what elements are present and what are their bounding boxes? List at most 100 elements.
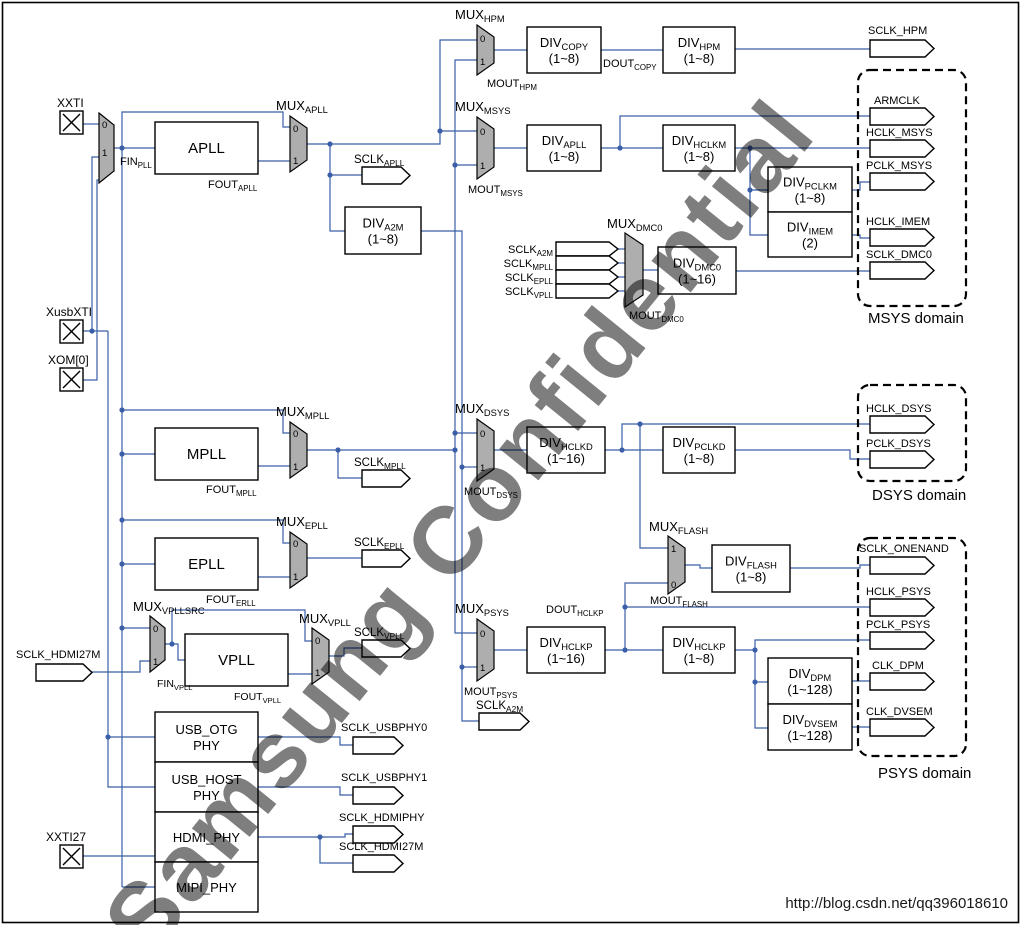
mux-psys-select-1: 1 xyxy=(480,663,485,674)
mux-apll xyxy=(289,114,308,174)
net-label: DOUTCOPY xyxy=(603,58,657,72)
mpll-block-label: MPLL xyxy=(187,446,226,463)
mux-vpll xyxy=(311,626,330,686)
div-apll-block-label: (1~8) xyxy=(549,149,580,164)
mux-msys-label: MUXMSYS xyxy=(455,99,510,116)
div-hclkd-block xyxy=(526,426,606,474)
muxes-layer: 01MUXAPLL01MUXHPM01MUXMSYS01MUXDMC0MUXMP… xyxy=(98,7,708,686)
div-flash-block-label: (1~8) xyxy=(736,570,767,585)
pclk-psys-port-label: PCLK_PSYS xyxy=(866,619,930,631)
wire-junction-dot xyxy=(317,834,323,840)
sclk-hdmiphy-port-label: SCLK_HDMIPHY xyxy=(339,812,425,824)
div-hclkp8-block xyxy=(662,626,736,674)
psys-domain-box xyxy=(856,536,968,758)
xusbxti-pad-x2 xyxy=(62,322,81,341)
pclk-dsys-port-label: PCLK_DSYS xyxy=(866,438,931,450)
mux-dsys-select-1: 1 xyxy=(480,463,485,474)
wire xyxy=(852,181,870,191)
net-label: DOUTHCLKP xyxy=(546,604,603,618)
pclk-psys-port xyxy=(869,631,936,650)
net-label: FINPLL xyxy=(120,156,152,170)
wire xyxy=(92,660,150,673)
wire-junction-dot xyxy=(747,145,753,151)
wire-junction-dot xyxy=(617,145,623,151)
wire xyxy=(122,409,290,434)
dmc0-in-a2m-port-label: SCLKA2M xyxy=(508,244,553,258)
sclk-mpll-port-label: SCLKMPLL xyxy=(354,457,406,471)
net-label: FOUTAPLL xyxy=(208,179,258,193)
mux-hpm xyxy=(476,23,495,77)
div-pclkd-block-label: DIVPCLKD xyxy=(673,435,726,452)
wire-junction-dot xyxy=(119,625,125,631)
div-hpm-block-label: DIVHPM xyxy=(678,35,721,52)
sclk-dmc0-port-label: SCLK_DMC0 xyxy=(866,249,932,261)
sclk-hdmi27m-in-port-label: SCLK_HDMI27M xyxy=(16,649,100,661)
wire-junction-dot xyxy=(119,451,125,457)
wire xyxy=(329,647,362,657)
mux-dsys xyxy=(476,417,495,483)
mux-flash-select-0: 0 xyxy=(671,580,676,591)
div-dmc0-block xyxy=(657,246,737,295)
sclk-apll-port xyxy=(361,166,412,185)
div-hclkd-block-label: DIVHCLKD xyxy=(539,435,593,452)
dsys-domain-label: DSYS domain xyxy=(872,487,966,504)
mux-vpllsrc-select-0: 0 xyxy=(153,624,158,635)
net-label: FOUTMPLL xyxy=(206,484,257,498)
net-label: MOUTDMC0 xyxy=(629,310,684,324)
wire xyxy=(790,564,870,569)
junction-dots-layer xyxy=(89,128,758,840)
wire xyxy=(258,833,353,838)
div-hclkd-block-label: (1~16) xyxy=(547,451,585,466)
wire-junction-dot xyxy=(452,430,458,436)
div-pclkm-block-label: (1~8) xyxy=(795,191,826,206)
wire-junction-dot xyxy=(105,734,111,740)
wire xyxy=(319,837,353,864)
mux-vpll-label: MUXVPLL xyxy=(299,611,351,628)
mux-epll-select-1: 1 xyxy=(293,572,298,583)
hclk-psys-port-label: HCLK_PSYS xyxy=(866,586,931,598)
sclk-epll-port xyxy=(361,549,412,568)
wire xyxy=(329,144,345,232)
usb-otg-phy-block xyxy=(154,711,259,763)
wire xyxy=(83,179,103,381)
sclk-a2m-port xyxy=(478,712,531,731)
div-hclkp16-block-label: (1~16) xyxy=(547,651,585,666)
mux-vpll-select-1: 1 xyxy=(315,668,320,679)
vpll-block xyxy=(184,633,289,687)
mux-apll-select-0: 0 xyxy=(293,124,298,135)
mux-epll-select-0: 0 xyxy=(293,539,298,550)
net-label: MOUTMSYS xyxy=(468,184,523,198)
xxti-pad-x2 xyxy=(62,113,81,132)
mux-msys xyxy=(476,115,495,181)
mux-mpll-select-1: 1 xyxy=(293,462,298,473)
net-label: FOUTERLL xyxy=(206,594,256,608)
div-copy-block xyxy=(526,26,602,74)
div-flash-block xyxy=(711,544,791,593)
fin-mux-select-0: 0 xyxy=(102,120,107,131)
hclk-msys-port xyxy=(869,139,936,158)
div-copy-block-label: (1~8) xyxy=(549,51,580,66)
wire xyxy=(91,156,99,331)
wire-junction-dot xyxy=(335,447,341,453)
usb-host-phy-block-label: USB_HOST xyxy=(171,772,241,787)
usb-otg-phy-block-label: PHY xyxy=(193,738,220,753)
div-dpm-block-label: DIVDPM xyxy=(789,666,832,683)
pclk-dsys-port xyxy=(869,450,936,469)
sclk-mpll-port xyxy=(361,469,412,488)
mux-psys xyxy=(476,617,495,683)
dmc0-in-vpll-port xyxy=(555,283,620,299)
wire xyxy=(307,39,477,145)
wire xyxy=(337,450,362,479)
div-imem-block-label: (2) xyxy=(802,236,818,251)
blocks-layer: APLLMPLLEPLLVPLLUSB_OTGPHYUSB_HOSTPHYHDM… xyxy=(154,26,853,913)
sclk-a2m-port-label: SCLKA2M xyxy=(476,700,523,714)
wire xyxy=(852,234,870,239)
mux-hpm-select-0: 0 xyxy=(480,34,485,45)
sclk-hdmi27m-in-port xyxy=(35,663,94,682)
mux-mpll xyxy=(289,420,308,480)
mux-epll xyxy=(289,530,308,590)
wire xyxy=(258,786,353,796)
usb-otg-phy-block-label: USB_OTG xyxy=(175,722,237,737)
